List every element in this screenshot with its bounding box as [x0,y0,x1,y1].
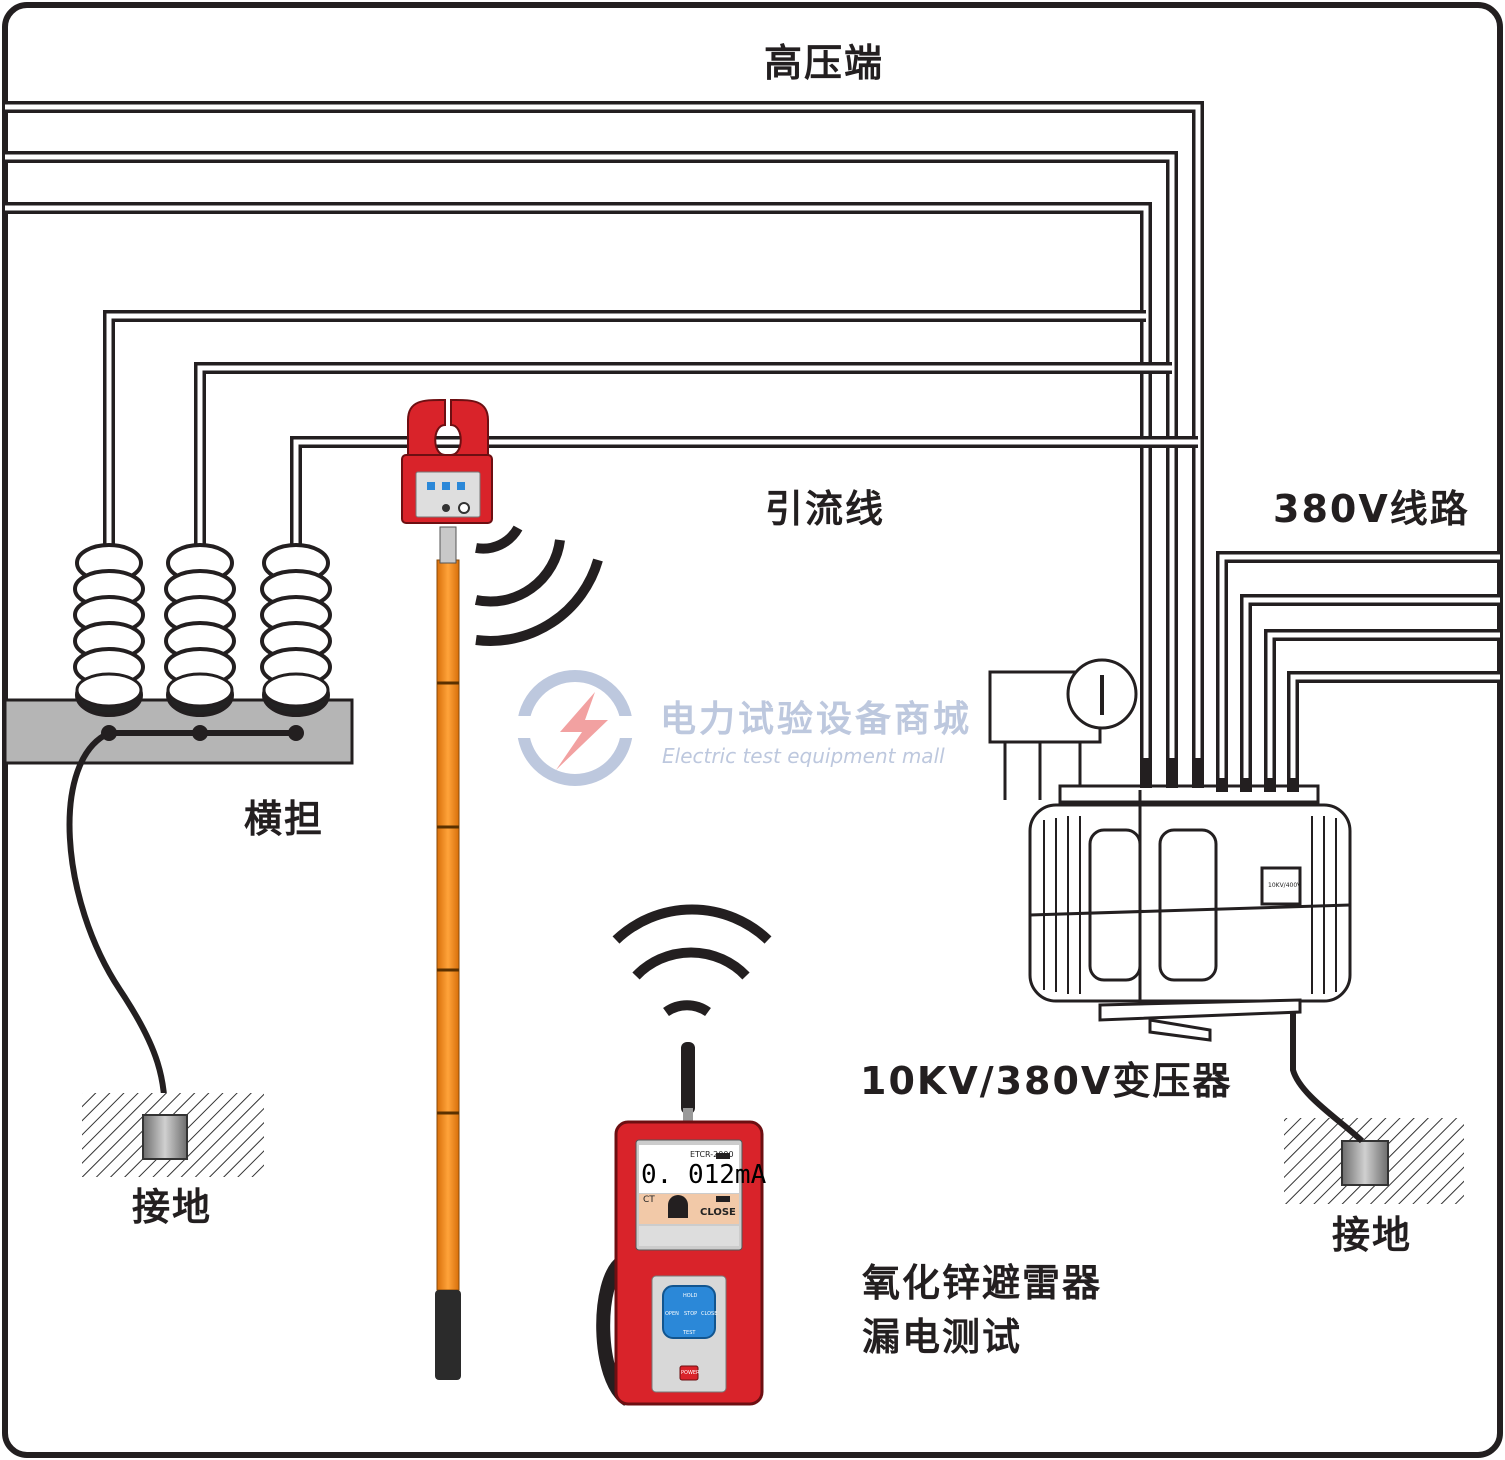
meter-mode: CT [643,1195,655,1205]
clamp-sensor [401,399,493,524]
lines-380v-inner [1219,554,1500,780]
drain-wires-inner [106,313,1198,550]
signal-arcs-clamp [474,525,603,646]
meter-status: CLOSE [700,1207,736,1218]
pole-joints [437,681,459,1115]
meter-key-stop: STOP [684,1311,698,1317]
meter-key-test: TEST [683,1330,696,1336]
high-voltage-lines-inner [5,104,1201,760]
pole-connector [439,526,457,564]
label-test-title-line1: 氧化锌避雷器 [862,1261,1103,1305]
label-drain-wire: 引流线 [765,487,886,531]
label-crossarm: 横担 [244,797,325,841]
meter-model: ETCR-2000 [690,1150,734,1159]
meter-key-open: OPEN [665,1311,679,1317]
arrester-sheds-white [75,672,330,708]
label-ground-left: 接地 [132,1185,213,1229]
transformer-bushings [1140,758,1299,792]
watermark-en: Electric test equipment mall [662,744,945,768]
insulating-pole [436,559,460,1291]
meter-key-close: CLOSE [701,1311,718,1317]
label-380v-line: 380V线路 [1273,487,1470,531]
handheld-meter [596,1042,764,1406]
label-ground-right: 接地 [1332,1213,1413,1257]
meter-power-key: POWER [681,1370,700,1376]
label-transformer: 10KV/380V变压器 [860,1059,1233,1103]
meter-reading: 0. 012mA [641,1160,767,1190]
transformer-body [988,658,1352,1042]
ground-rod-right [1341,1140,1389,1186]
ground-rod-left [142,1114,188,1160]
label-high-voltage-end: 高压端 [764,41,885,85]
signal-arcs-meter [612,904,772,1017]
label-test-title-line2: 漏电测试 [862,1315,1023,1359]
watermark-logo [505,670,645,786]
ground-wire-right [1290,1005,1365,1144]
meter-key-hold: HOLD [683,1293,698,1299]
ground-nodes [101,725,304,741]
pole-grip [435,1290,461,1380]
watermark-cn: 电力试验设备商城 [660,699,973,740]
transformer-nameplate: 10KV/400V [1268,882,1302,889]
